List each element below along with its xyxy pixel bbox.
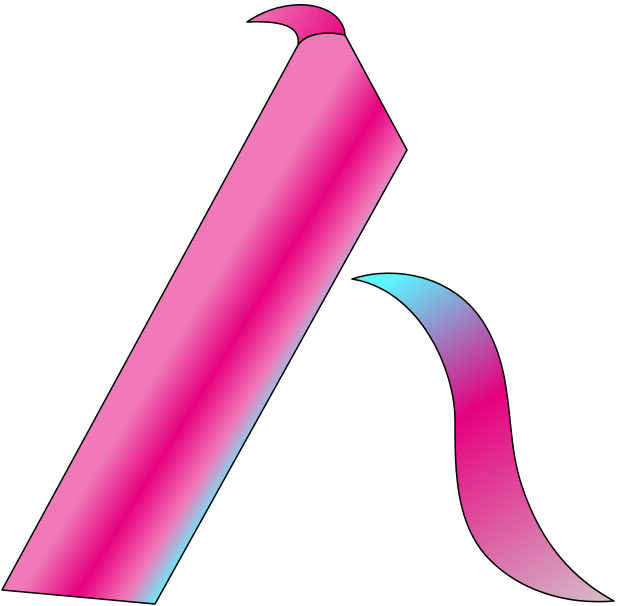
right-curved-tail [351,272,615,603]
left-slanted-stroke [1,32,408,605]
top-hook [246,4,346,46]
